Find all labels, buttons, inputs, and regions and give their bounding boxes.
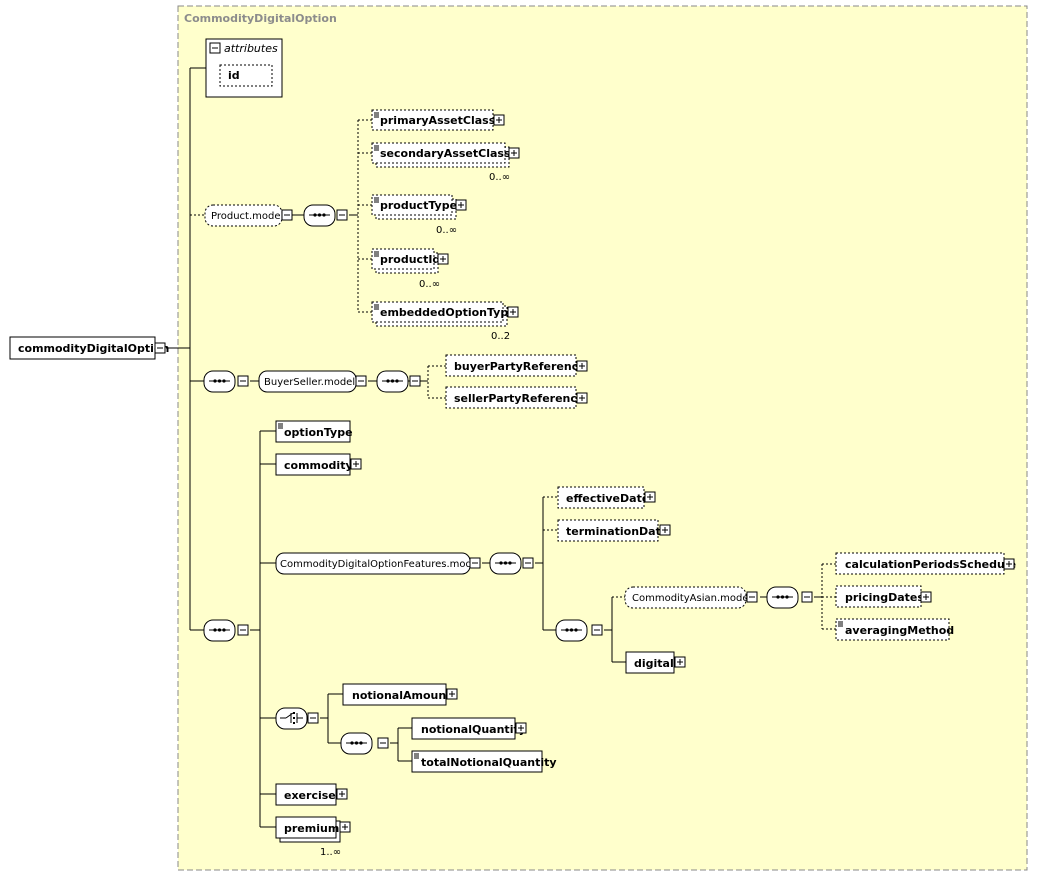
element-sellerPartyReference[interactable]: sellerPartyReference bbox=[445, 386, 588, 409]
label-premium: premium bbox=[284, 822, 339, 835]
sequence-compositor-8 bbox=[340, 732, 389, 755]
root-label: commodityDigitalOption bbox=[18, 342, 169, 355]
label-commodity: commodity bbox=[284, 459, 353, 472]
occurs-secondaryAssetClass: 0..∞ bbox=[489, 172, 510, 183]
element-productType[interactable]: productType 0..∞ bbox=[371, 194, 467, 236]
element-buyerPartyReference[interactable]: buyerPartyReference bbox=[445, 354, 588, 377]
attributes-title: attributes bbox=[224, 42, 278, 55]
element-averagingMethod[interactable]: averagingMethod bbox=[835, 618, 954, 641]
label-pricingDates: pricingDates bbox=[845, 591, 924, 604]
element-productId[interactable]: productId 0..∞ bbox=[371, 248, 449, 290]
sequence-compositor-4 bbox=[203, 619, 249, 642]
sequence-compositor-7 bbox=[766, 586, 813, 609]
label-optionType: optionType bbox=[284, 426, 353, 439]
element-commodity[interactable]: commodity bbox=[275, 453, 362, 476]
asian-model-label: CommodityAsian.model bbox=[632, 593, 751, 604]
element-terminationDate[interactable]: terminationDate bbox=[557, 519, 671, 542]
asian-model-group[interactable]: CommodityAsian.model bbox=[624, 586, 758, 609]
label-sellerPartyReference: sellerPartyReference bbox=[454, 392, 584, 405]
element-notionalQuantity[interactable]: notionalQuantity bbox=[411, 717, 527, 740]
label-averagingMethod: averagingMethod bbox=[845, 624, 954, 637]
label-productId: productId bbox=[380, 253, 440, 266]
buyerseller-model-label: BuyerSeller.model bbox=[264, 377, 355, 388]
product-model-label: Product.model bbox=[211, 211, 283, 222]
sequence-compositor-6 bbox=[555, 619, 603, 642]
label-productType: productType bbox=[380, 199, 457, 212]
buyerseller-model-group[interactable]: BuyerSeller.model bbox=[258, 370, 367, 393]
label-primaryAssetClass: primaryAssetClass bbox=[380, 114, 496, 127]
choice-compositor bbox=[275, 707, 319, 730]
label-notionalAmount: notionalAmount bbox=[352, 689, 451, 702]
label-totalNotionalQuantity: totalNotionalQuantity bbox=[421, 756, 557, 769]
attribute-id: id bbox=[228, 69, 240, 82]
product-model-group[interactable]: Product.model bbox=[204, 204, 293, 227]
label-calculationPeriodsSchedule: calculationPeriodsSchedule bbox=[845, 558, 1016, 571]
root-element[interactable]: commodityDigitalOption bbox=[9, 336, 169, 360]
occurs-embeddedOptionType: 0..2 bbox=[491, 331, 510, 342]
element-embeddedOptionType[interactable]: embeddedOptionType 0..2 bbox=[371, 301, 519, 342]
occurs-productType: 0..∞ bbox=[436, 225, 457, 236]
occurs-productId: 0..∞ bbox=[419, 279, 440, 290]
element-exercise[interactable]: exercise bbox=[275, 783, 348, 806]
label-effectiveDate: effectiveDate bbox=[566, 492, 649, 505]
features-model-label: CommodityDigitalOptionFeatures.model bbox=[280, 559, 481, 570]
sequence-compositor-5 bbox=[489, 552, 534, 575]
element-digital[interactable]: digital bbox=[625, 651, 686, 674]
sequence-compositor-2 bbox=[203, 370, 249, 393]
features-model-group[interactable]: CommodityDigitalOptionFeatures.model bbox=[275, 552, 481, 575]
attributes-box: attributes id bbox=[205, 38, 283, 98]
element-totalNotionalQuantity[interactable]: totalNotionalQuantity bbox=[411, 750, 557, 773]
label-buyerPartyReference: buyerPartyReference bbox=[454, 360, 586, 373]
label-notionalQuantity: notionalQuantity bbox=[421, 723, 526, 736]
element-primaryAssetClass[interactable]: primaryAssetClass bbox=[371, 109, 505, 131]
element-effectiveDate[interactable]: effectiveDate bbox=[557, 486, 656, 509]
element-pricingDates[interactable]: pricingDates bbox=[835, 585, 932, 608]
element-notionalAmount[interactable]: notionalAmount bbox=[342, 683, 458, 706]
sequence-compositor bbox=[303, 204, 348, 227]
element-secondaryAssetClass[interactable]: secondaryAssetClass 0..∞ bbox=[371, 142, 520, 183]
label-digital: digital bbox=[634, 657, 674, 670]
label-exercise: exercise bbox=[284, 789, 336, 802]
frame-title: CommodityDigitalOption bbox=[184, 12, 337, 25]
element-calculationPeriodsSchedule[interactable]: calculationPeriodsSchedule bbox=[835, 552, 1016, 575]
label-embeddedOptionType: embeddedOptionType bbox=[380, 306, 516, 319]
label-terminationDate: terminationDate bbox=[566, 525, 668, 538]
element-optionType[interactable]: optionType bbox=[275, 420, 353, 443]
element-premium[interactable]: premium 1..∞ bbox=[275, 816, 351, 858]
occurs-premium: 1..∞ bbox=[320, 847, 341, 858]
sequence-compositor-3 bbox=[376, 370, 421, 393]
label-secondaryAssetClass: secondaryAssetClass bbox=[380, 147, 511, 160]
